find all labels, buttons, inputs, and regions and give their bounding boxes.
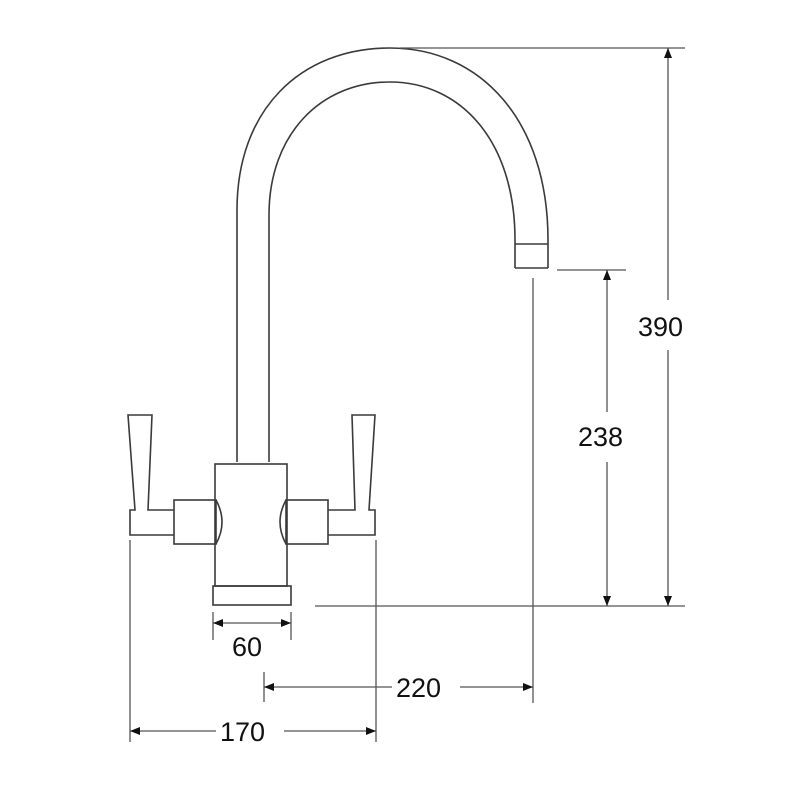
spout-inner-curve: [268, 81, 516, 462]
tap-outline: [127, 47, 549, 606]
dim-handle-span-label: 170: [220, 717, 265, 747]
valve-body: [214, 463, 288, 587]
dim-spout-height-label: 238: [578, 422, 623, 452]
dim-overall-height-label: 390: [638, 312, 683, 342]
left-lever: [127, 414, 174, 536]
right-cartridge: [285, 499, 329, 545]
spout-outer-curve: [236, 47, 549, 462]
spout-nozzle: [515, 243, 548, 269]
right-lever: [328, 414, 376, 536]
base-plate: [212, 585, 292, 606]
left-cartridge: [173, 499, 217, 545]
dim-base-width-label: 60: [232, 632, 262, 662]
dimension-annotations: 390 238 60 220 170: [129, 47, 685, 747]
dim-spout-reach-label: 220: [396, 673, 441, 703]
